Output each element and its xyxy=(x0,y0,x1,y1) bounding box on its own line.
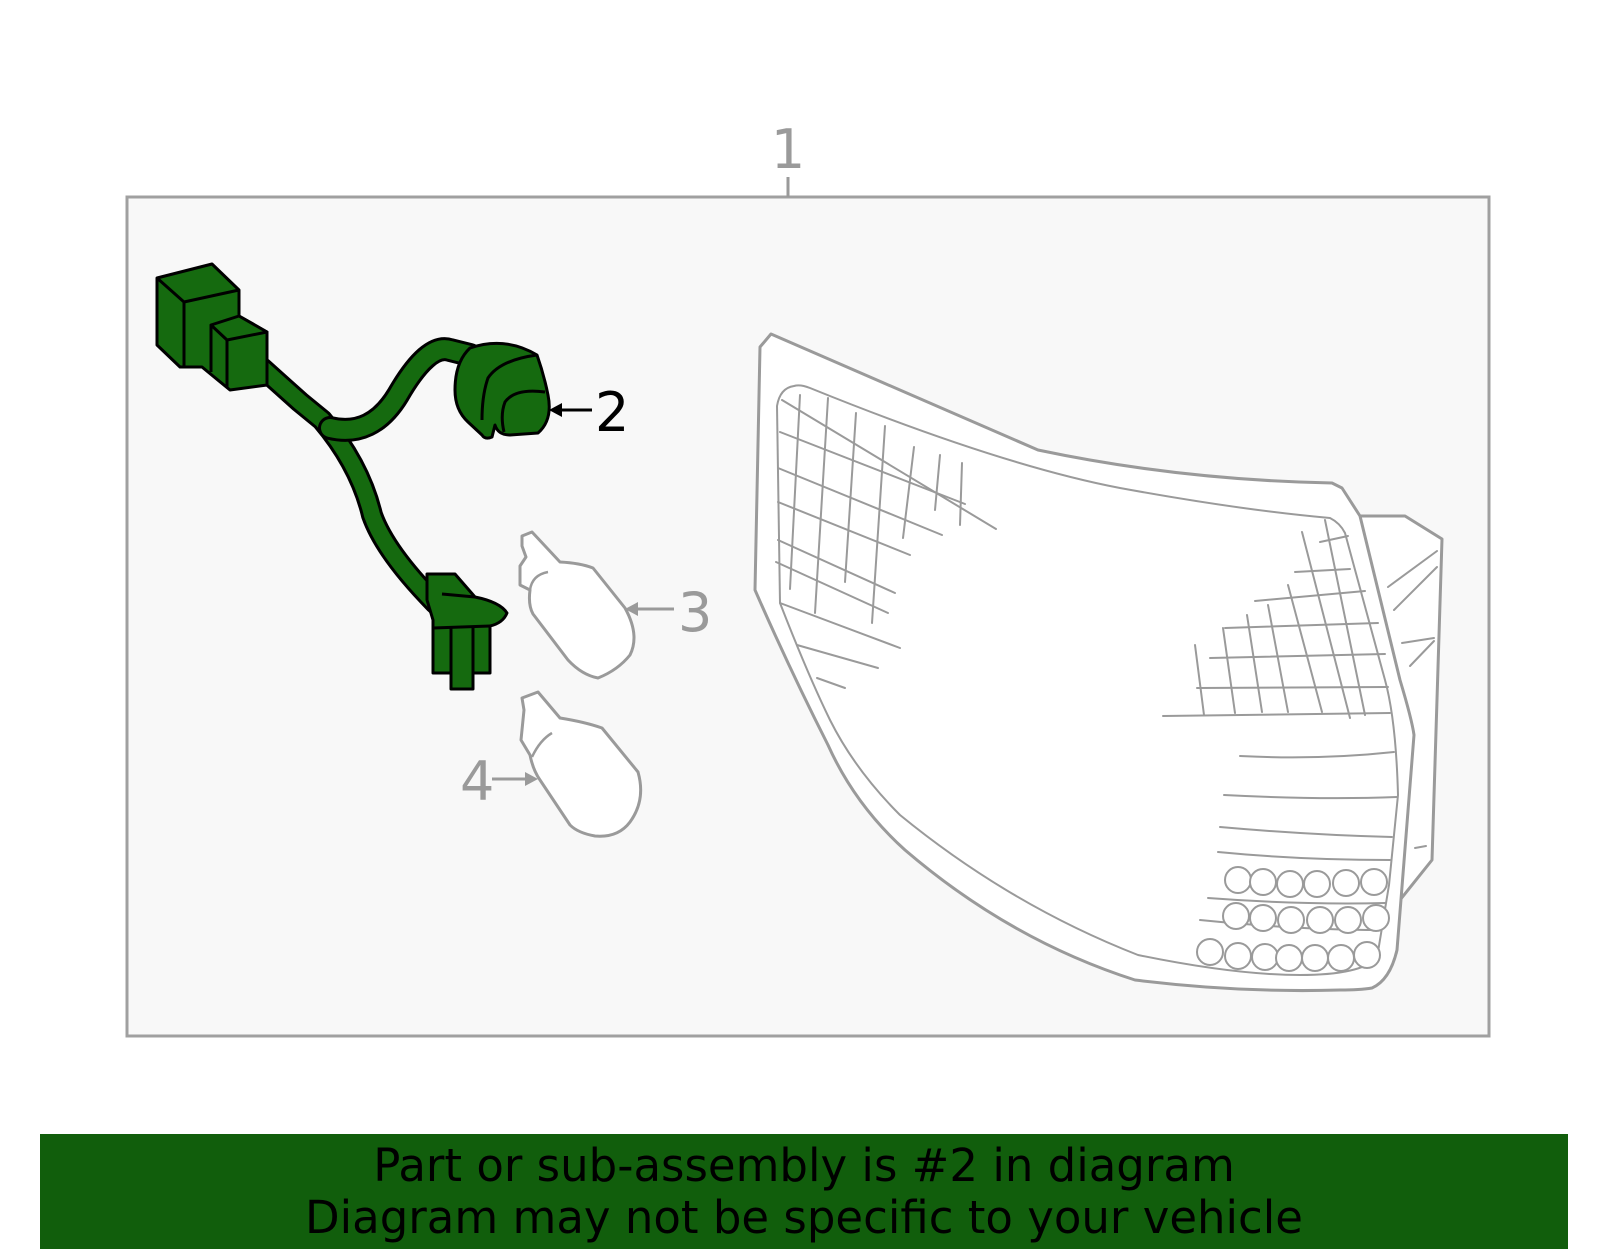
callout-3[interactable]: 3 xyxy=(625,581,712,644)
callout-1[interactable]: 1 xyxy=(771,118,805,197)
bulb-part-4[interactable] xyxy=(519,690,643,838)
callout-4-label: 4 xyxy=(460,750,494,813)
lens-grid-upper xyxy=(775,394,997,689)
bulb-socket xyxy=(453,341,551,440)
notice-banner: Part or sub-assembly is #2 in diagram Di… xyxy=(40,1134,1568,1249)
callout-3-arrow xyxy=(625,602,638,616)
bulb-part-3[interactable] xyxy=(518,530,636,680)
lens-grid-right xyxy=(1162,519,1391,719)
lamp-outer-lens xyxy=(753,332,1416,993)
callout-2[interactable]: 2 xyxy=(549,381,629,444)
callout-3-label: 3 xyxy=(678,581,712,644)
notice-line-2: Diagram may not be specific to your vehi… xyxy=(305,1190,1303,1244)
wiring-harness-part-2[interactable] xyxy=(155,262,551,691)
lower-connector xyxy=(425,572,509,691)
callout-2-label: 2 xyxy=(595,381,629,444)
harness-branch-core xyxy=(321,340,479,439)
lamp-inner-border xyxy=(776,384,1399,976)
lens-ribs xyxy=(1199,751,1398,931)
callout-1-label: 1 xyxy=(771,118,805,181)
tail-lamp-housing xyxy=(753,332,1444,993)
bulb-4 xyxy=(519,690,643,838)
callout-4[interactable]: 4 xyxy=(460,750,538,813)
notice-line-1: Part or sub-assembly is #2 in diagram xyxy=(373,1138,1235,1192)
reflector-dots xyxy=(1196,866,1390,972)
bulb-3 xyxy=(518,530,636,680)
callout-4-arrow xyxy=(525,772,538,786)
callout-2-arrow xyxy=(549,403,562,417)
